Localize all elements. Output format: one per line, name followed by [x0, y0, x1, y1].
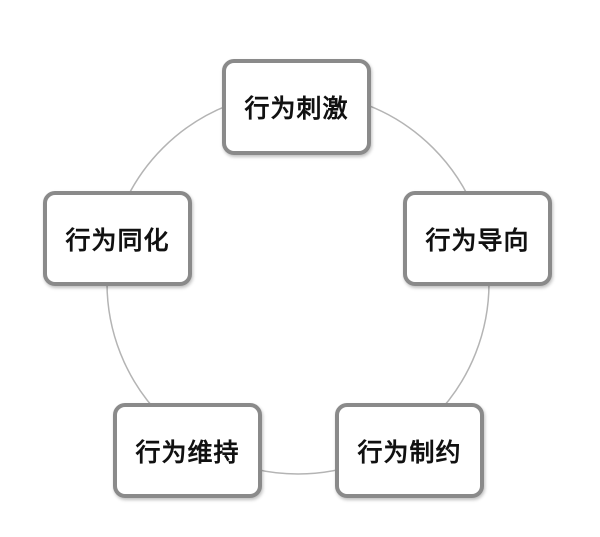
node-behavior-stimulus: 行为刺激 — [222, 59, 371, 155]
node-behavior-maintenance: 行为维持 — [113, 403, 262, 498]
node-behavior-assimilation: 行为同化 — [43, 191, 192, 286]
node-behavior-constraint: 行为制约 — [335, 403, 484, 498]
node-behavior-guidance: 行为导向 — [403, 191, 552, 286]
